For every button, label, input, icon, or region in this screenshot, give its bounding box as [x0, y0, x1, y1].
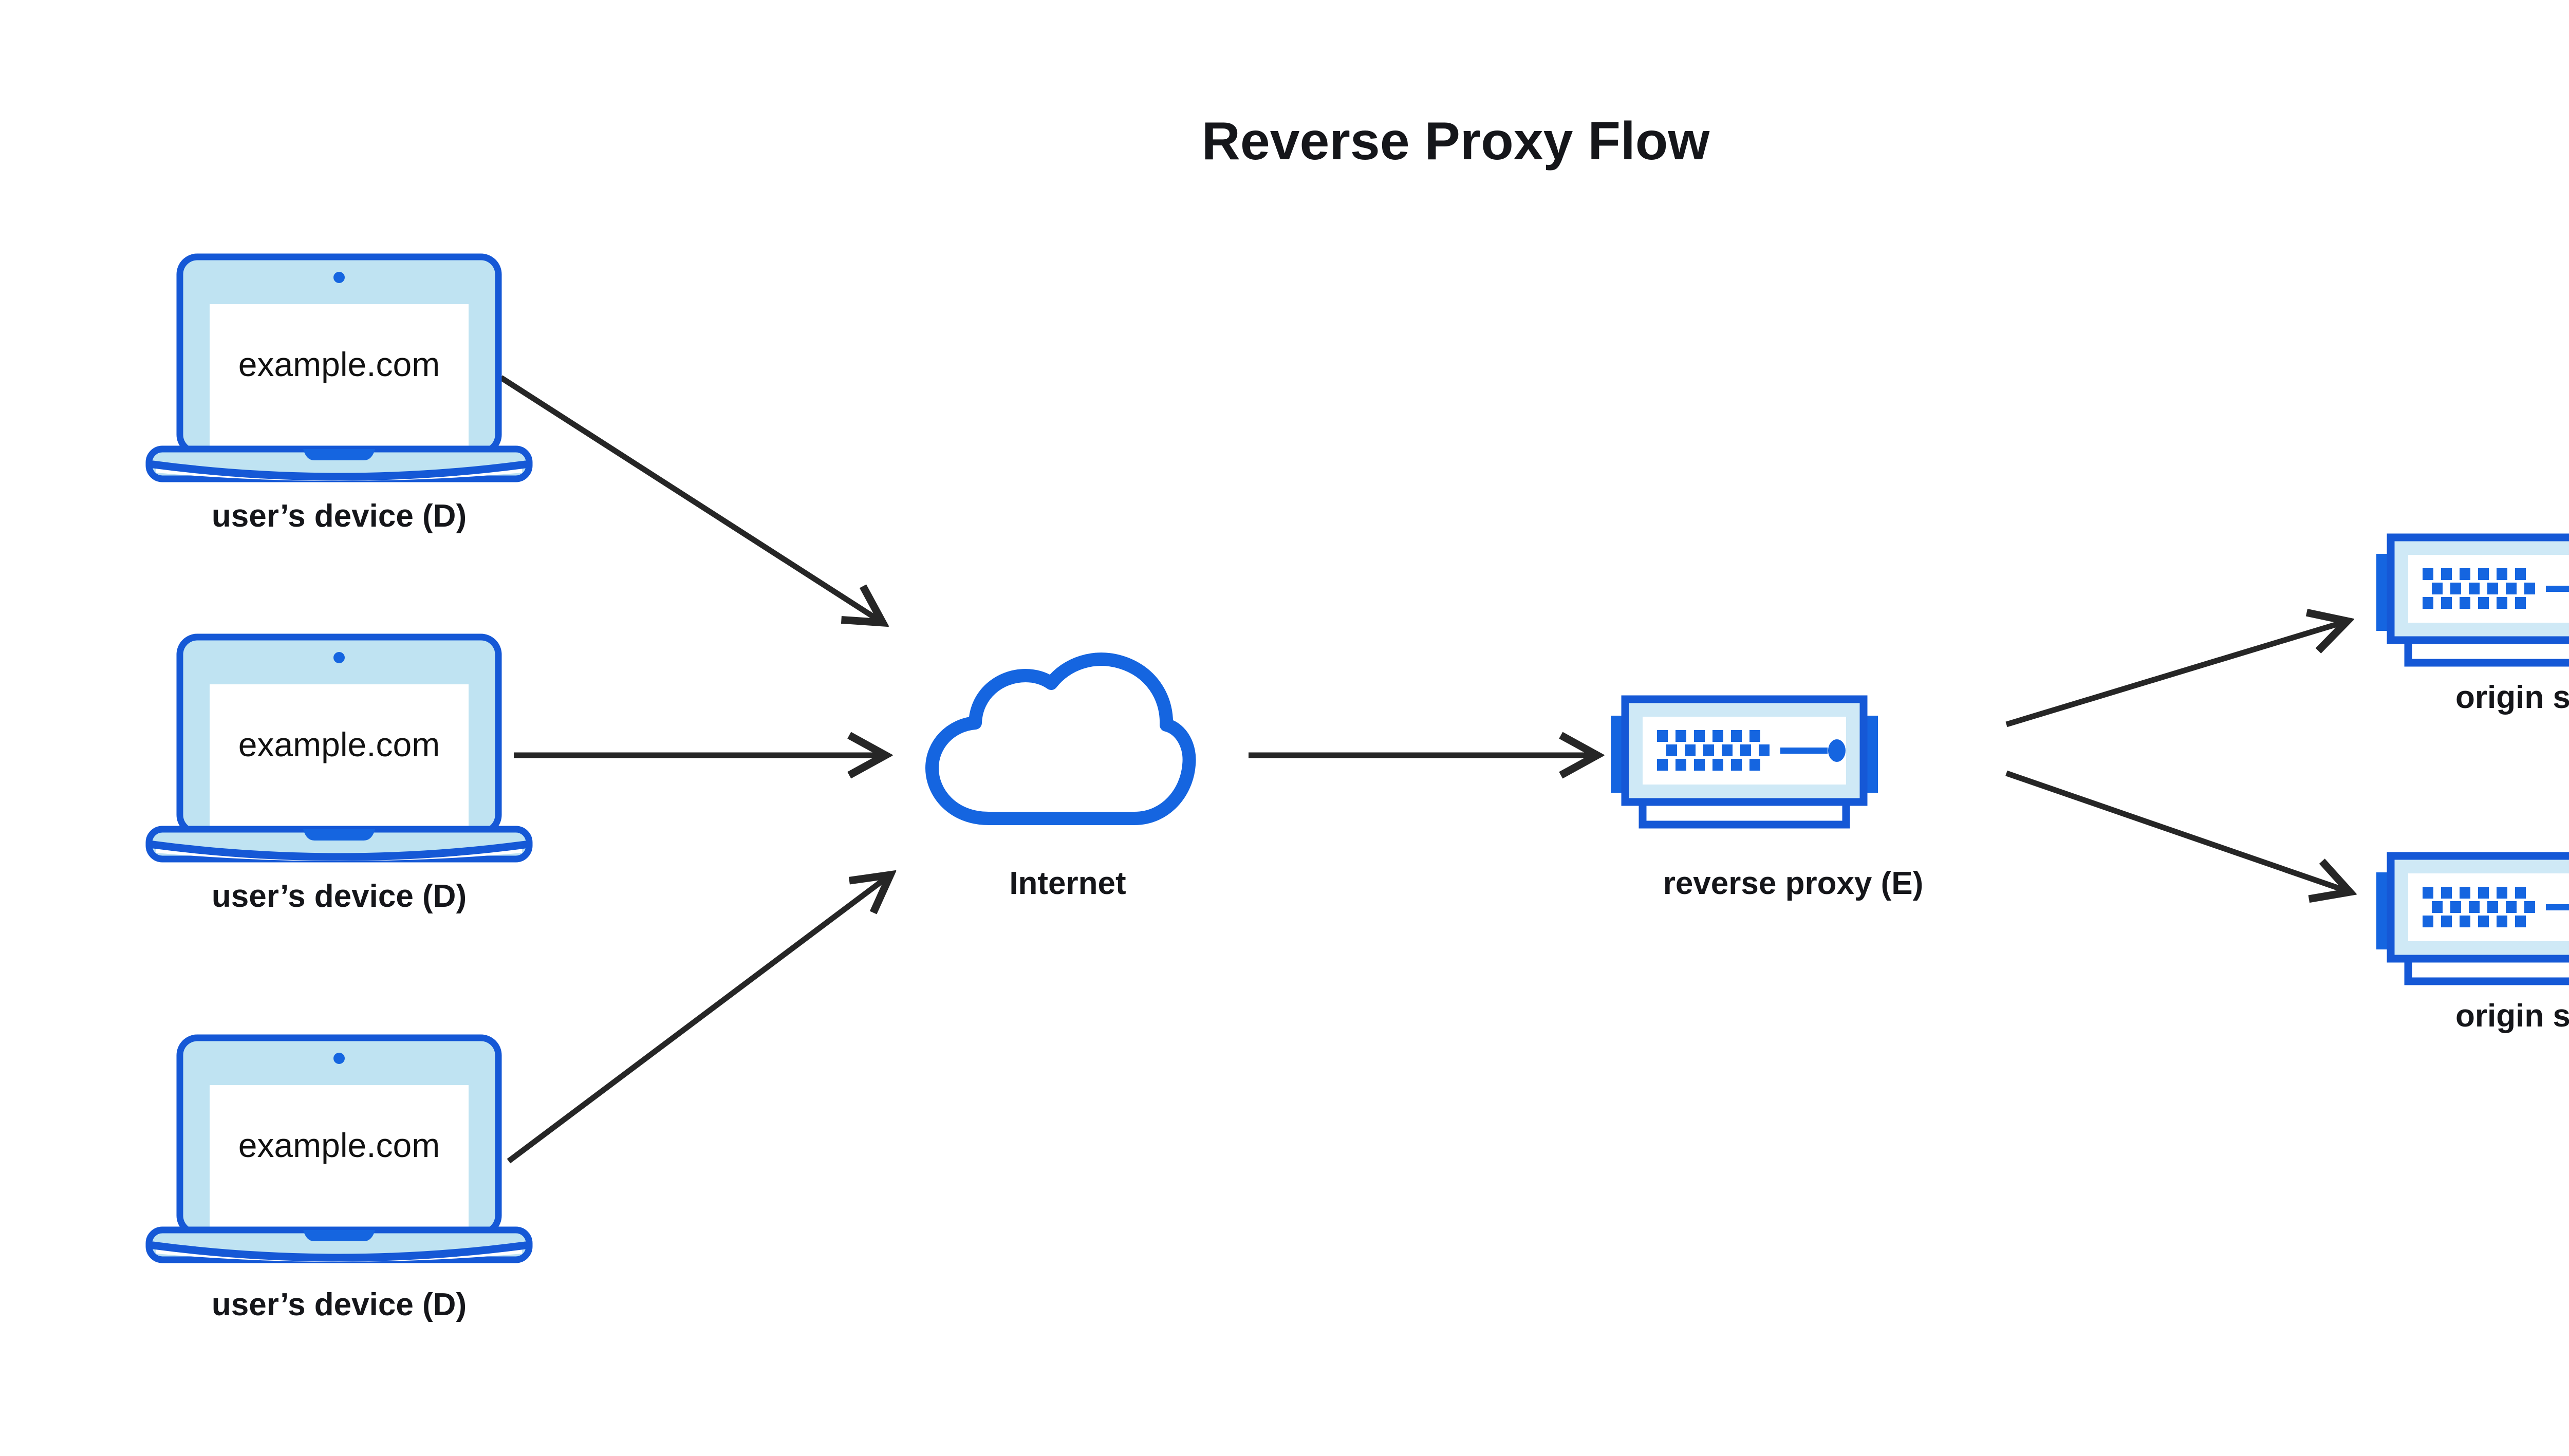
node-label-user-device-2: user’s device (D)	[212, 879, 467, 914]
connector-layer	[499, 375, 2348, 1164]
edge-reverse-proxy-to-origin1	[2005, 622, 2345, 727]
node-origin-server-1[interactable]: origin server (F)	[2376, 537, 2569, 715]
diagram-title: Reverse Proxy Flow	[1202, 111, 1710, 171]
node-label-internet: Internet	[1009, 866, 1126, 901]
node-label-user-device-1: user’s device (D)	[212, 498, 467, 534]
device-screen-text: example.com	[238, 725, 440, 763]
edge-device3-to-internet	[507, 876, 889, 1164]
node-reverse-proxy[interactable]: reverse proxy (E)	[1611, 699, 1923, 901]
node-label-reverse-proxy: reverse proxy (E)	[1663, 866, 1924, 901]
node-user-device-1[interactable]: example.com user’s device (D)	[149, 257, 529, 534]
node-label-user-device-3: user’s device (D)	[212, 1287, 467, 1322]
edge-device1-to-internet	[499, 375, 881, 622]
edge-reverse-proxy-to-origin2	[2005, 770, 2348, 891]
cloud-icon	[932, 659, 1189, 818]
server-icon	[2376, 856, 2569, 981]
node-user-device-3[interactable]: example.com user’s device (D)	[149, 1038, 529, 1322]
node-user-device-2[interactable]: example.com user’s device (D)	[149, 637, 529, 914]
node-label-origin-server-2: origin server (F)	[2455, 998, 2569, 1034]
node-label-origin-server-1: origin server (F)	[2455, 680, 2569, 715]
device-screen-text: example.com	[238, 1126, 440, 1164]
server-icon	[2376, 537, 2569, 663]
node-origin-server-2[interactable]: origin server (F)	[2376, 856, 2569, 1034]
server-icon	[1611, 699, 1878, 825]
device-screen-text: example.com	[238, 345, 440, 383]
node-internet[interactable]: Internet	[932, 659, 1189, 901]
